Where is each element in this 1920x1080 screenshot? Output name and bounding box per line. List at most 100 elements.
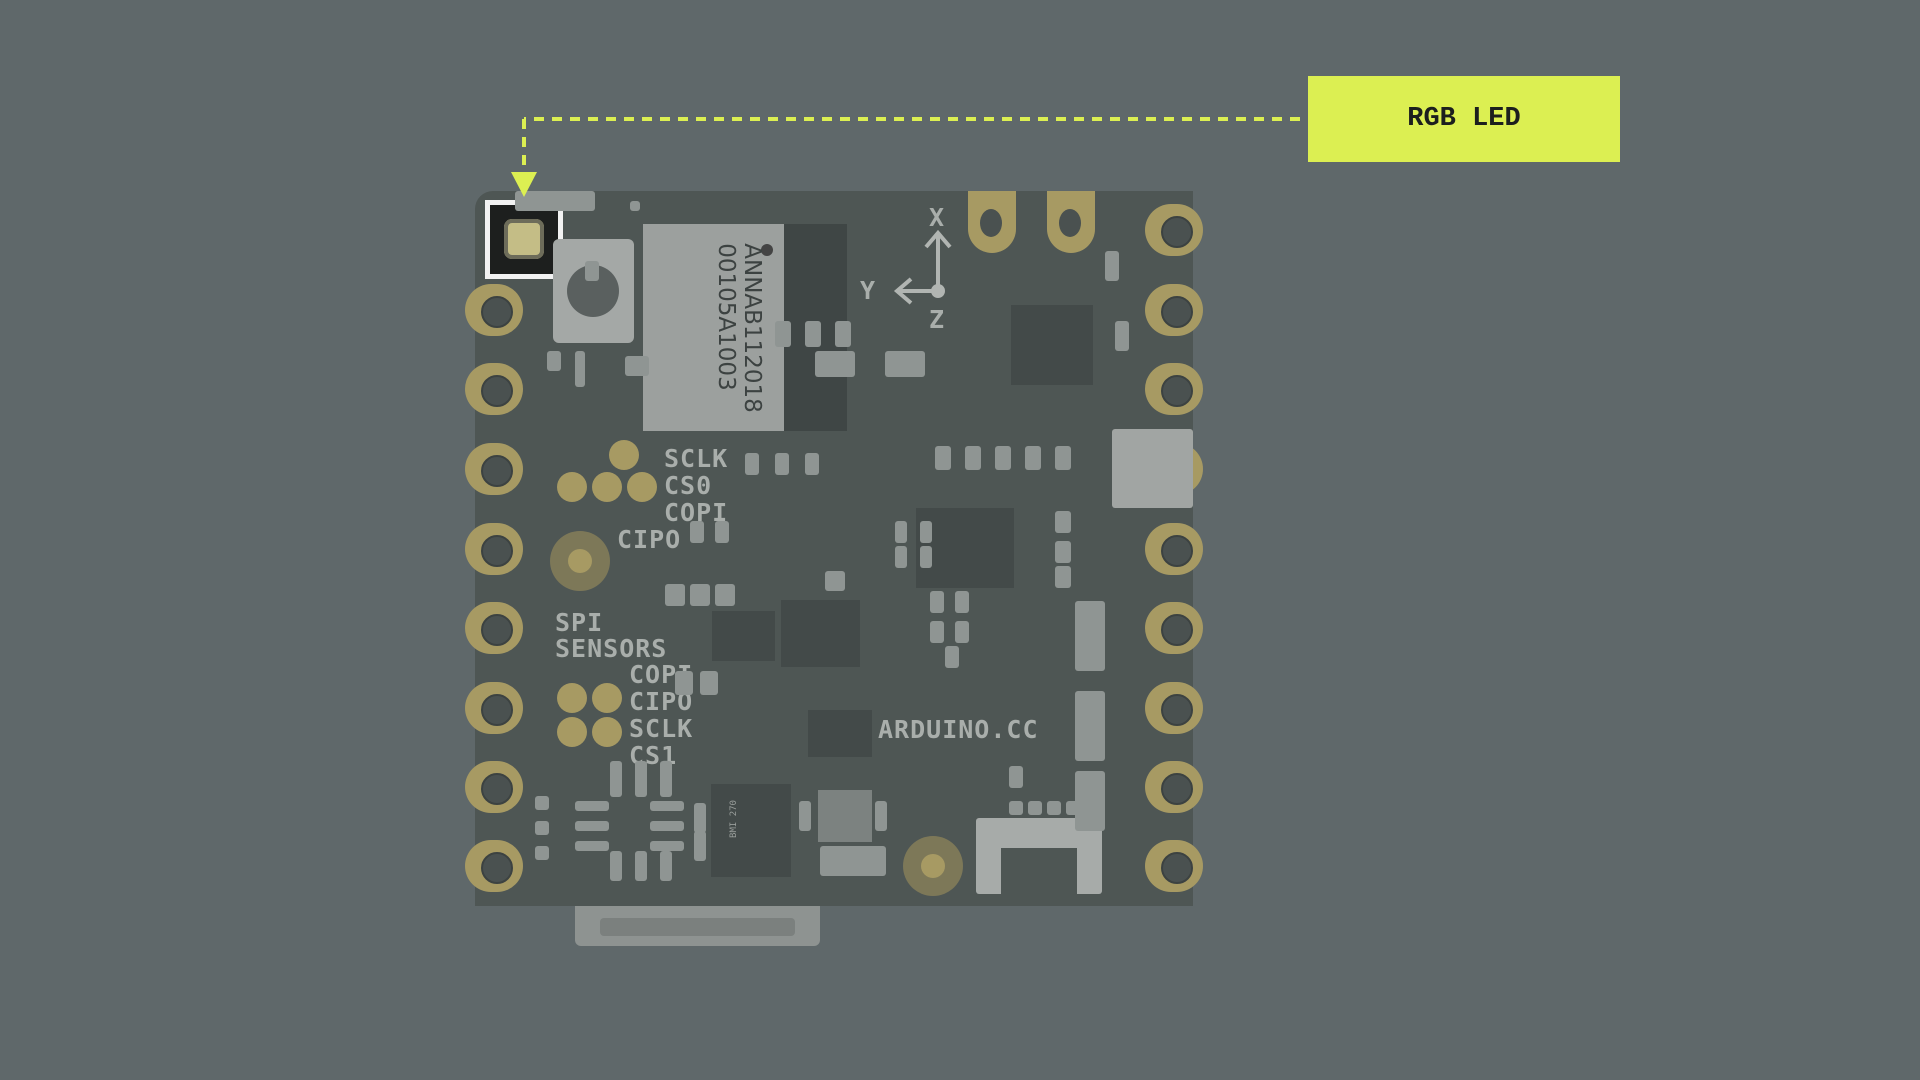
pin-pad <box>1145 363 1203 415</box>
pin-pad <box>465 443 523 495</box>
smd-component <box>805 453 819 475</box>
pin-pad <box>1145 840 1203 892</box>
smd-component <box>650 841 684 851</box>
imu-chip: BMI 270 <box>711 784 791 877</box>
smd-component <box>825 571 845 591</box>
smd-component <box>930 621 944 643</box>
smd-component <box>935 446 951 470</box>
smd-component <box>610 761 622 797</box>
smd-component <box>690 521 704 543</box>
smd-component <box>1075 771 1105 831</box>
silk-sclk-2: SCLK <box>629 714 694 743</box>
axis-x-label: X <box>929 203 946 232</box>
smd-component <box>700 671 718 695</box>
smd-component <box>535 796 549 810</box>
smd-component <box>535 846 549 860</box>
silk-cipo: CIPO <box>617 525 682 554</box>
pin-pad <box>1145 602 1203 654</box>
smd-component <box>920 521 932 543</box>
smd-component <box>660 851 672 881</box>
pin-pad <box>465 761 523 813</box>
smd-component <box>1009 801 1023 815</box>
smd-component <box>875 801 887 831</box>
smd-component <box>945 646 959 668</box>
smd-component <box>715 521 729 543</box>
pin-pad <box>465 523 523 575</box>
pin-pad <box>465 284 523 336</box>
pin-pad <box>968 191 1016 253</box>
chip <box>781 600 860 667</box>
smd-component <box>660 761 672 797</box>
smd-component <box>775 453 789 475</box>
smd-component <box>575 351 585 387</box>
smd-component <box>895 521 907 543</box>
smd-component <box>610 851 622 881</box>
axis-indicator-icon <box>893 229 952 305</box>
smd-component <box>585 261 599 281</box>
pin-pad <box>1145 284 1203 336</box>
smd-component <box>635 761 647 797</box>
mcu-chip <box>916 508 1014 588</box>
mounting-hole <box>903 836 963 896</box>
pin-pad <box>465 840 523 892</box>
pin-pad <box>1145 204 1203 256</box>
pin-pad <box>1145 523 1203 575</box>
smd-component <box>630 201 640 211</box>
arrow-down-icon <box>511 172 537 197</box>
smd-component <box>835 321 851 347</box>
smd-component <box>820 846 886 876</box>
smd-component <box>955 591 969 613</box>
smd-component <box>535 821 549 835</box>
smd-component <box>1105 251 1119 281</box>
smd-component <box>625 356 649 376</box>
smd-component <box>1055 446 1071 470</box>
pin-pad <box>465 602 523 654</box>
smd-component <box>547 351 561 371</box>
pin-pad <box>465 363 523 415</box>
smd-component <box>815 351 855 377</box>
smd-component <box>1055 511 1071 533</box>
smd-component <box>575 841 609 851</box>
antenna-connector <box>1112 429 1193 508</box>
rgb-led-icon <box>504 219 544 259</box>
smd-component <box>995 446 1011 470</box>
smd-component <box>575 801 609 811</box>
smd-component <box>965 446 981 470</box>
mounting-hole <box>550 531 610 591</box>
smd-component <box>955 621 969 643</box>
smd-component <box>650 801 684 811</box>
chip <box>808 710 872 757</box>
smd-component <box>1055 541 1071 563</box>
axis-y-label: Y <box>860 276 877 305</box>
smd-component <box>675 671 693 695</box>
smd-component <box>1025 446 1041 470</box>
smd-component <box>799 801 811 831</box>
rgb-led-callout: RGB LED <box>1308 76 1620 162</box>
silk-spi: SPI <box>555 608 604 637</box>
smd-component <box>745 453 759 475</box>
smd-component <box>690 584 710 606</box>
chip <box>712 611 775 661</box>
pin-pad <box>1145 682 1203 734</box>
smd-component <box>1009 766 1023 788</box>
smd-component <box>1066 801 1080 815</box>
smd-component <box>1028 801 1042 815</box>
pin-pad <box>1047 191 1095 253</box>
smd-component <box>1075 691 1105 761</box>
smd-component <box>930 591 944 613</box>
pin-pad <box>1145 761 1203 813</box>
smd-component <box>805 321 821 347</box>
smd-component <box>1047 801 1061 815</box>
smd-component <box>1115 321 1129 351</box>
smd-component <box>650 821 684 831</box>
smd-component <box>920 546 932 568</box>
usb-connector <box>575 906 820 946</box>
smd-component <box>665 584 685 606</box>
smd-component <box>575 821 609 831</box>
silk-sensors: SENSORS <box>555 634 668 663</box>
silk-cs0: CS0 <box>664 471 713 500</box>
smd-component <box>515 191 595 211</box>
smd-component <box>694 803 706 833</box>
smd-component <box>694 831 706 861</box>
smd-component <box>895 546 907 568</box>
